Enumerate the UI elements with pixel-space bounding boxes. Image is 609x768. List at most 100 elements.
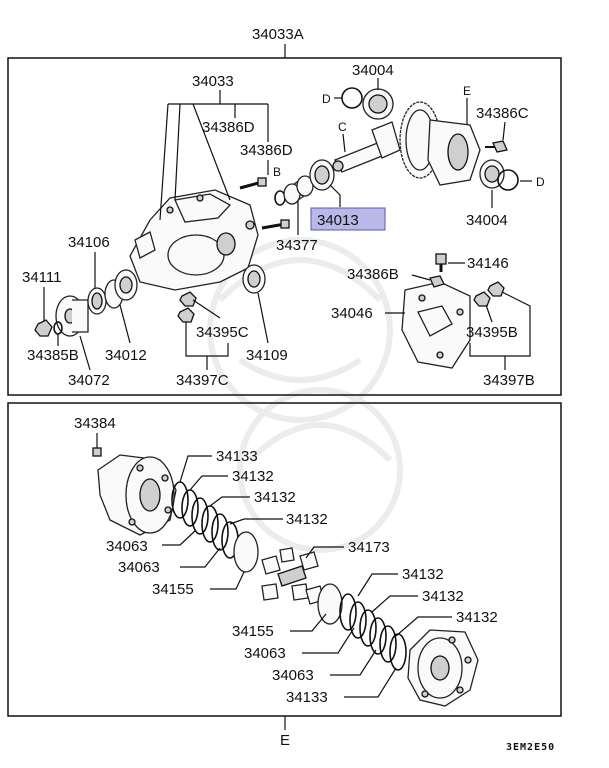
label-34395B: 34395B — [466, 324, 518, 341]
label-34013[interactable]: 34013 — [317, 212, 359, 229]
label-34146: 34146 — [467, 255, 509, 272]
bearing-34012[interactable] — [104, 269, 138, 309]
label-34111: 34111 — [22, 269, 62, 286]
flange-nut[interactable] — [34, 319, 53, 337]
label-34004-top: 34004 — [352, 62, 394, 79]
label-34012: 34012 — [105, 347, 147, 364]
leader-34386B — [411, 274, 431, 281]
label-34132-a: 34132 — [232, 468, 274, 485]
leader-34063-c — [302, 627, 355, 654]
clutch-plates-left[interactable] — [171, 481, 259, 573]
leader-34155-b — [290, 613, 327, 632]
label-34386D-upper: 34386D — [202, 119, 255, 136]
ref-D-right: D — [536, 175, 545, 189]
label-34063-d: 34063 — [272, 667, 314, 684]
stud-bolt-lower[interactable] — [261, 219, 290, 230]
label-34133-top: 34133 — [216, 448, 258, 465]
leader-34132-e — [371, 595, 418, 613]
label-34132-c: 34132 — [286, 511, 328, 528]
leader-34033 — [159, 90, 269, 221]
label-34377: 34377 — [276, 237, 318, 254]
oring-D-right[interactable] — [497, 169, 519, 191]
leader-34395C — [192, 299, 221, 319]
oil-seal-34109[interactable] — [242, 264, 266, 294]
leader-34132-d — [357, 573, 398, 597]
label-34132-e: 34132 — [422, 588, 464, 605]
diagram-code: 3EM2E50 — [506, 742, 555, 753]
plug-34146[interactable] — [435, 253, 447, 272]
oring-D-top[interactable] — [341, 87, 363, 109]
ref-B: B — [273, 165, 281, 179]
nut-34395C[interactable] — [179, 291, 197, 307]
label-34072: 34072 — [68, 372, 110, 389]
bottom-ref-label: E — [280, 732, 290, 749]
leader-34063-d — [330, 649, 377, 676]
lsd-case-right[interactable] — [407, 629, 479, 707]
label-34385B: 34385B — [27, 347, 79, 364]
label-34395C: 34395C — [196, 324, 249, 341]
highlight-34013[interactable] — [310, 207, 386, 231]
upper-panel — [7, 57, 562, 396]
leader-34386C — [502, 121, 506, 141]
label-34155-a: 34155 — [152, 581, 194, 598]
carrier-housing[interactable] — [129, 189, 259, 291]
pinion-bearing[interactable] — [309, 159, 335, 191]
leader-34133-top — [179, 455, 212, 483]
leader-34397C — [185, 322, 229, 370]
leader-34063-b — [180, 547, 221, 568]
label-34133-bottom: 34133 — [286, 689, 328, 706]
leader-34397B — [469, 291, 531, 370]
stud-bolt-upper[interactable] — [239, 177, 267, 190]
leader-34173 — [305, 546, 344, 559]
leader-34132-f — [395, 616, 452, 637]
drive-pinion[interactable] — [332, 121, 401, 173]
clutch-plates-right[interactable] — [317, 583, 407, 671]
watermark-emblem — [207, 237, 403, 553]
oil-seal-34106[interactable] — [87, 287, 107, 315]
bolt-34386B[interactable] — [429, 275, 445, 288]
companion-flange[interactable] — [55, 295, 89, 337]
ref-E: E — [463, 84, 471, 98]
leader-34063-a — [162, 529, 197, 546]
label-34063-a: 34063 — [106, 538, 148, 555]
leader-34155-a — [210, 571, 245, 590]
bearing-34004-top[interactable] — [362, 88, 394, 120]
nut-34397C[interactable] — [177, 307, 195, 323]
label-34046: 34046 — [331, 305, 373, 322]
collapsible-spacer[interactable] — [283, 175, 314, 205]
leader-34012 — [119, 304, 131, 344]
lsd-case-left[interactable] — [97, 454, 177, 536]
label-34132-b: 34132 — [254, 489, 296, 506]
leader-34133-bottom — [344, 667, 397, 698]
label-34397C: 34397C — [176, 372, 229, 389]
label-34132-f: 34132 — [456, 609, 498, 626]
label-34132-d: 34132 — [402, 566, 444, 583]
label-34386C: 34386C — [476, 105, 529, 122]
differential-case[interactable] — [427, 119, 481, 186]
label-34106: 34106 — [68, 234, 110, 251]
label-34004-right: 34004 — [466, 212, 508, 229]
leader-34132-b — [209, 496, 250, 507]
rear-cover[interactable] — [401, 281, 471, 369]
assembly-label: 34033A — [252, 26, 304, 43]
label-34386B: 34386B — [347, 266, 399, 283]
leader-34013 — [329, 184, 341, 207]
label-34397B: 34397B — [483, 372, 535, 389]
label-34384: 34384 — [74, 415, 116, 432]
bolt-34386C[interactable] — [485, 140, 508, 153]
ref-C: C — [338, 120, 347, 134]
pinion-gears-34173[interactable] — [261, 547, 325, 605]
leader-C — [342, 133, 346, 153]
leader-34132-a — [189, 475, 228, 491]
ref-D-top: D — [322, 92, 331, 106]
nut-34395B[interactable] — [473, 291, 491, 307]
label-34033: 34033 — [192, 73, 234, 90]
leader-34109 — [257, 292, 269, 344]
label-34109: 34109 — [246, 347, 288, 364]
label-34063-c: 34063 — [244, 645, 286, 662]
nut-34397B[interactable] — [487, 281, 505, 297]
screw-34384[interactable] — [92, 447, 102, 457]
label-34155-b: 34155 — [232, 623, 274, 640]
label-34063-b: 34063 — [118, 559, 160, 576]
